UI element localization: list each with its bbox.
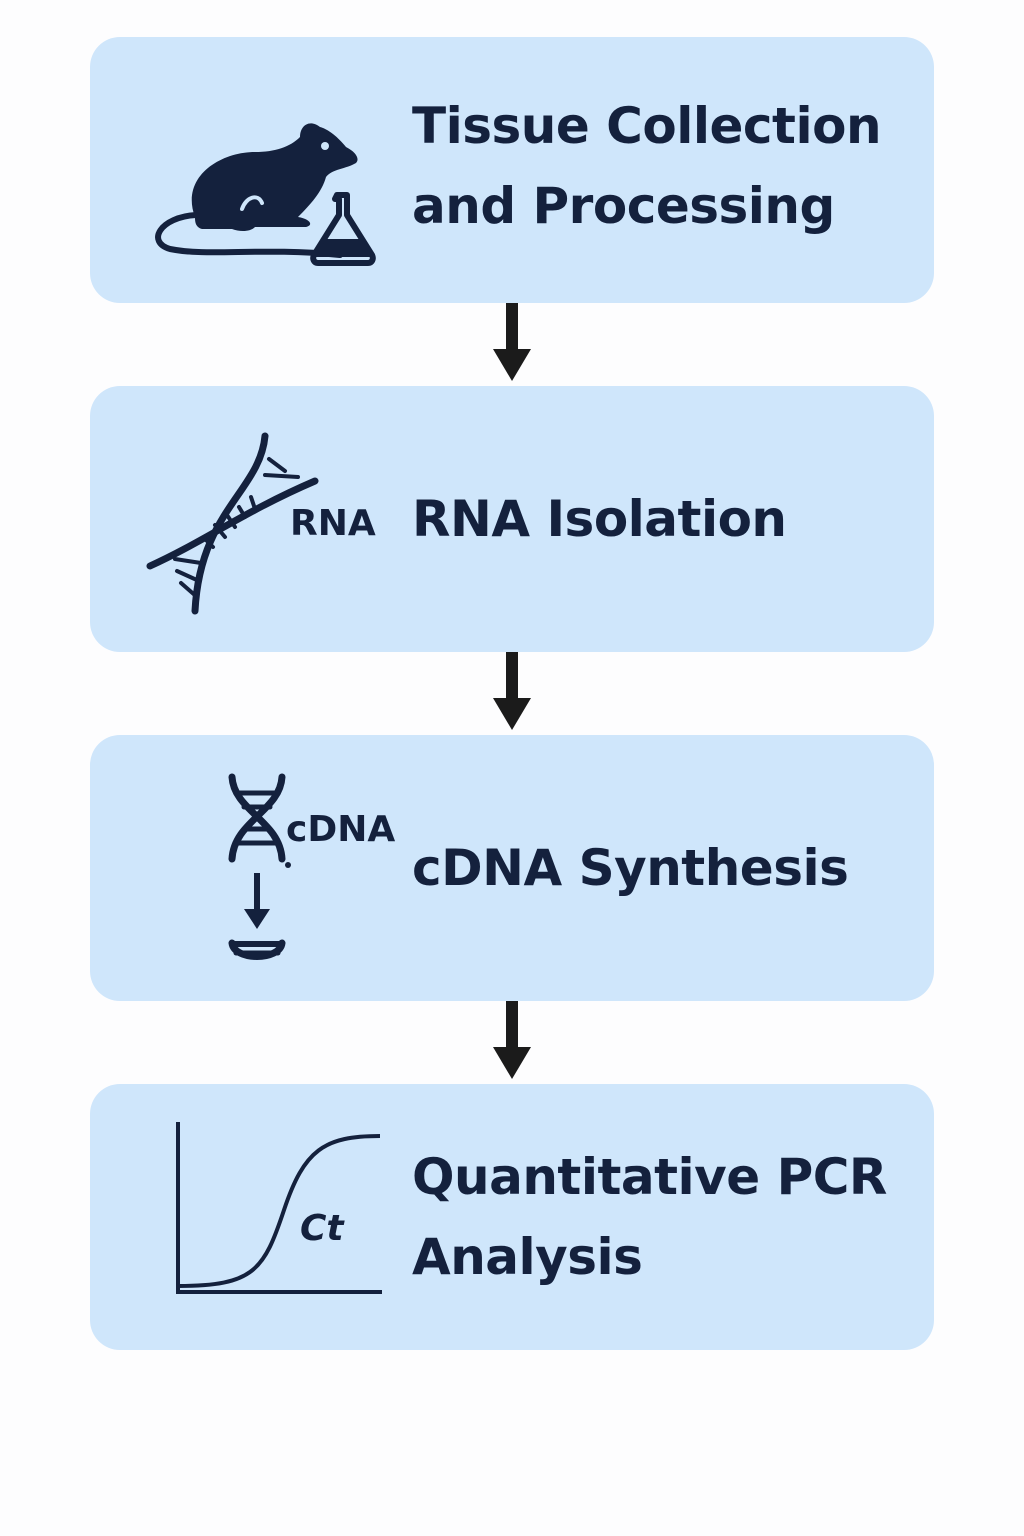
step-title: cDNA Synthesis bbox=[412, 839, 849, 897]
cdna-label: cDNA bbox=[286, 809, 396, 850]
step-title: RNA Isolation bbox=[412, 490, 787, 548]
cdna-synthesis-icon bbox=[228, 773, 291, 960]
step-rna-isolation: RNA RNA Isolation bbox=[90, 386, 934, 652]
step-cdna-synthesis: cDNA cDNA Synthesis bbox=[90, 735, 934, 1001]
flow-arrow bbox=[493, 303, 531, 381]
step-qpcr-analysis: Ct Quantitative PCR Analysis bbox=[90, 1084, 934, 1350]
ct-label: Ct bbox=[300, 1208, 344, 1249]
step-title: Tissue Collection and Processing bbox=[412, 97, 882, 235]
flow-arrow bbox=[493, 652, 531, 730]
dna-helix-icon bbox=[146, 432, 319, 615]
flow-arrow bbox=[493, 1001, 531, 1079]
step-tissue-collection: Tissue Collection and Processing bbox=[90, 37, 934, 303]
step-title: Quantitative PCR Analysis bbox=[412, 1148, 887, 1286]
amplification-curve-icon bbox=[176, 1122, 382, 1294]
dna-helix-label: RNA bbox=[290, 503, 376, 544]
mouse-flask-icon bbox=[155, 123, 376, 266]
